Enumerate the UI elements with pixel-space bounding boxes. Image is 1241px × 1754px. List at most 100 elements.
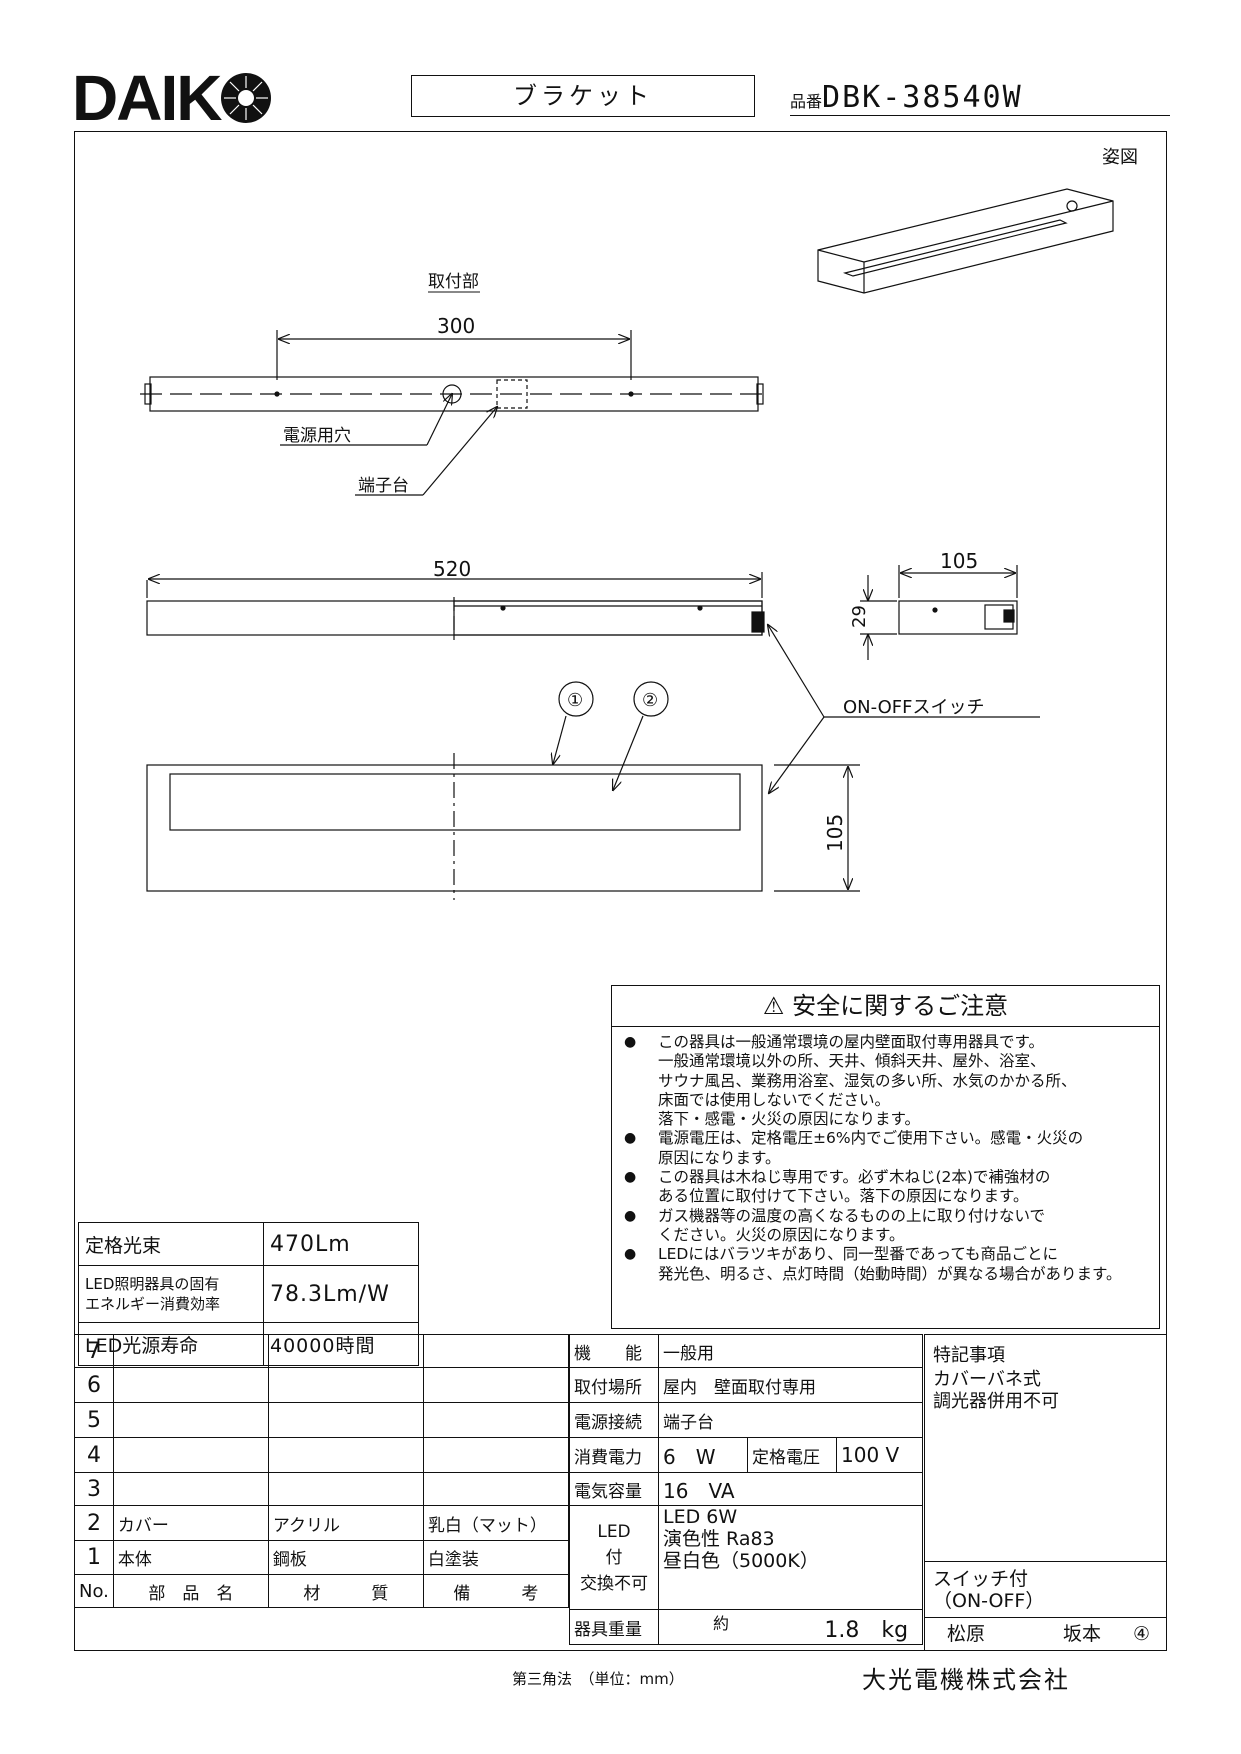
safety-item: この器具は木ねじ専用です。必ず木ねじ(2本)で補強材の ある位置に取付けて下さい… (622, 1168, 1153, 1207)
capacity-value: 16 VA (658, 1472, 923, 1506)
weight-value: 1.8 kg (824, 1618, 909, 1643)
part-material (267, 1367, 424, 1403)
switch-label: ON-OFFスイッチ (843, 697, 985, 718)
info-row: LED 付 交換不可 LED 6W 演色性 Ra83 昼白色（5000K） (569, 1505, 923, 1610)
table-row: 1 本体 鋼板 白塗装 (74, 1540, 569, 1575)
part-note: 乳白（マット） (422, 1505, 569, 1541)
weight-cell: 約 1.8 kg (658, 1609, 923, 1645)
safety-item: ガス機器等の温度の高くなるものの上に取り付けないで ください。火災の原因になりま… (622, 1207, 1153, 1246)
switch-note: スイッチ付 （ON-OFF） (925, 1561, 1166, 1612)
led-label: LED 付 交換不可 (569, 1505, 659, 1610)
safety-list: この器具は一般通常環境の屋内壁面取付専用器具です。 一般通常環境以外の所、天井、… (612, 1027, 1159, 1284)
voltage-value: 100 V (836, 1437, 923, 1473)
warning-icon: ⚠ (762, 992, 785, 1020)
front-view (146, 681, 860, 900)
fixture-info-table: 機 能 一般用 取付場所 屋内 壁面取付専用 電源接続 端子台 消費電力 6 W… (569, 1334, 923, 1645)
side-view (146, 572, 1040, 793)
table-row: 7 (74, 1334, 569, 1368)
connection-label: 電源接続 (569, 1402, 659, 1438)
header-name: 部 品 名 (112, 1574, 269, 1608)
rated-flux-label: 定格光束 (78, 1222, 264, 1266)
table-row: 4 (74, 1437, 569, 1473)
projection-note: 第三角法 （単位：mm） (512, 1670, 684, 1688)
part-note (422, 1334, 569, 1368)
safety-item: 電源電圧は、定格電圧±6%内でご使用下さい。感電・火災の 原因になります。 (622, 1129, 1153, 1168)
brand-logo-text: DAIK (72, 62, 222, 134)
header-material: 材 質 (267, 1574, 424, 1608)
part-material: 鋼板 (267, 1540, 424, 1575)
safety-title: 安全に関するご注意 (792, 992, 1009, 1020)
part-name: 本体 (112, 1540, 269, 1575)
part-no: 5 (74, 1402, 114, 1438)
power-label: 消費電力 (569, 1437, 659, 1473)
location-value: 屋内 壁面取付専用 (658, 1367, 923, 1403)
safety-item: この器具は一般通常環境の屋内壁面取付専用器具です。 一般通常環境以外の所、天井、… (622, 1033, 1153, 1129)
part-note (422, 1367, 569, 1403)
part-no: 1 (74, 1540, 114, 1575)
power-hole-label: 電源用穴 (283, 426, 351, 446)
safety-notice: ⚠ 安全に関するご注意 この器具は一般通常環境の屋内壁面取付専用器具です。 一般… (611, 985, 1160, 1329)
drafter-name: 松原 (947, 1623, 986, 1645)
weight-label: 器具重量 (569, 1609, 659, 1645)
model-number-block: 品番DBK-38540W (790, 80, 1170, 116)
rated-flux-value: 470Lm (263, 1222, 419, 1266)
spec-row: 定格光束 470Lm (78, 1222, 419, 1266)
info-row: 取付場所 屋内 壁面取付専用 (569, 1367, 923, 1403)
notes-title: 特記事項 (933, 1345, 1005, 1366)
part-name (112, 1334, 269, 1368)
dim-mount-spacing: 300 (437, 314, 475, 338)
revision-mark: ④ (1133, 1623, 1151, 1645)
connection-value: 端子台 (658, 1402, 923, 1438)
table-row: 6 (74, 1367, 569, 1403)
part-note (422, 1472, 569, 1506)
part-material (267, 1437, 424, 1473)
part-material (267, 1402, 424, 1438)
company-name: 大光電機株式会社 (862, 1666, 1070, 1694)
model-number: DBK-38540W (822, 80, 1023, 115)
header-no: No. (74, 1574, 114, 1608)
brand-logo: DAIK (72, 66, 272, 130)
part-no: 2 (74, 1505, 114, 1541)
efficiency-value: 78.3Lm/W (263, 1265, 419, 1323)
info-row: 電気容量 16 VA (569, 1472, 923, 1506)
checker-name: 坂本 (1063, 1623, 1102, 1645)
part-name (112, 1437, 269, 1473)
function-label: 機 能 (569, 1334, 659, 1368)
mount-section-label: 取付部 (428, 272, 479, 292)
parts-table: 7 6 5 4 3 2 カバー アクリル 乳白（マット） 1 本体 鋼板 白塗装 (74, 1334, 569, 1608)
callout-2: ② (642, 690, 658, 711)
part-material (267, 1334, 424, 1368)
capacity-label: 電気容量 (569, 1472, 659, 1506)
drawing-frame (74, 131, 1167, 1651)
part-name (112, 1402, 269, 1438)
voltage-label: 定格電圧 (747, 1437, 837, 1473)
isometric-view (817, 188, 1114, 294)
part-note (422, 1402, 569, 1438)
info-row: 機 能 一般用 (569, 1334, 923, 1368)
table-header-row: No. 部 品 名 材 質 備 考 (74, 1574, 569, 1608)
part-note: 白塗装 (422, 1540, 569, 1575)
terminal-block-label: 端子台 (358, 476, 409, 496)
special-notes: 特記事項 カバーバネ式 調光器併用不可 スイッチ付 （ON-OFF） 松原 坂本… (924, 1334, 1167, 1651)
brand-logo-o-icon (221, 73, 272, 123)
spec-row: LED照明器具の固有 エネルギー消費効率 78.3Lm/W (78, 1265, 419, 1323)
table-row: 3 (74, 1472, 569, 1506)
power-value: 6 W (658, 1437, 748, 1473)
led-value: LED 6W 演色性 Ra83 昼白色（5000K） (658, 1505, 923, 1610)
part-name (112, 1472, 269, 1506)
mount-view (140, 330, 770, 496)
part-no: 6 (74, 1367, 114, 1403)
dim-length: 520 (433, 557, 471, 581)
view-label: 姿図 (1102, 147, 1138, 168)
table-row: 2 カバー アクリル 乳白（マット） (74, 1505, 569, 1541)
callout-1: ① (567, 690, 583, 711)
dim-width: 105 (823, 814, 847, 852)
header-note: 備 考 (422, 1574, 569, 1608)
technical-drawing: 姿図 取付部 300 電源用穴 端子台 (140, 147, 1138, 900)
product-type: ブラケット (411, 75, 755, 117)
table-row: 5 (74, 1402, 569, 1438)
part-material (267, 1472, 424, 1506)
safety-title-row: ⚠ 安全に関するご注意 (612, 986, 1159, 1027)
info-row: 器具重量 約 1.8 kg (569, 1609, 923, 1645)
model-label: 品番 (790, 92, 823, 111)
